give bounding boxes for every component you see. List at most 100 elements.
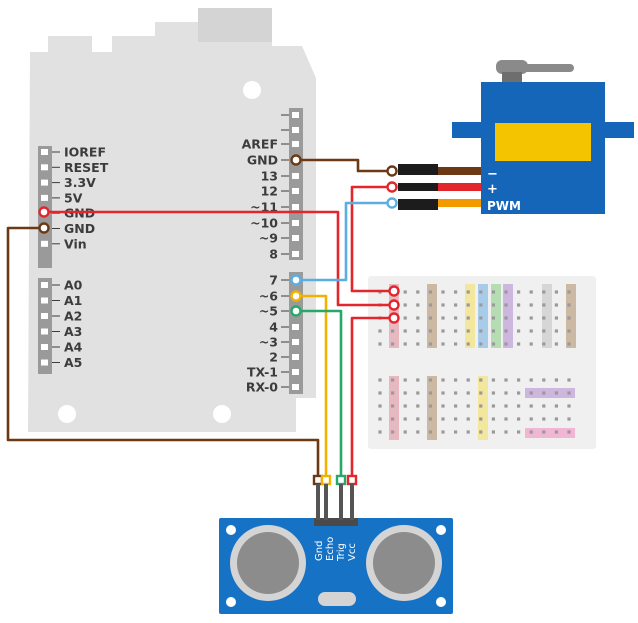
breadboard-hole (554, 404, 558, 408)
digital-pin-label: 12 (261, 184, 278, 199)
breadboard-column-highlight (427, 284, 437, 348)
breadboard-hole (554, 342, 558, 346)
terminal-bb-2 (388, 299, 400, 311)
sensor-pin-vcc (350, 484, 354, 520)
servo-shaft (502, 72, 522, 84)
breadboard-hole (567, 316, 571, 320)
digital-pin (292, 173, 299, 179)
servo-lead-5v (437, 183, 481, 191)
breadboard-column-highlight (542, 284, 552, 348)
breadboard-hole (554, 329, 558, 333)
terminal-sensor-trig (335, 474, 347, 486)
sensor-pin-header (314, 518, 358, 526)
digital-pin (292, 141, 299, 147)
servo-lead-gnd (437, 167, 481, 175)
power-pin-pin (41, 179, 48, 186)
breadboard-hole (403, 391, 407, 395)
power-pin-pin (41, 164, 48, 171)
breadboard-hole (403, 316, 407, 320)
wire-pin7-pwm (298, 201, 392, 282)
mounting-hole (213, 405, 231, 423)
servo-top (481, 82, 605, 122)
digital-pin (292, 235, 299, 241)
power-pin-pin (41, 240, 48, 247)
breadboard-column-highlight (465, 284, 475, 348)
breadboard-hole (466, 391, 470, 395)
digital-pin-label: 13 (261, 169, 278, 184)
analog-pin-pin (41, 344, 48, 350)
breadboard-hole (428, 329, 432, 333)
analog-pin-pin (41, 282, 48, 288)
terminal-servo-gnd (386, 165, 398, 177)
analog-pin-label: A0 (64, 278, 83, 293)
breadboard-hole (529, 404, 533, 408)
breadboard-hole (517, 391, 521, 395)
digital-pin-label: GND (247, 153, 278, 168)
breadboard-row-highlight (525, 428, 575, 438)
breadboard-hole (403, 404, 407, 408)
breadboard-hole (504, 430, 508, 434)
breadboard-hole (567, 378, 571, 382)
analog-pin-pin (41, 313, 48, 319)
servo-pin-label-5v: + (487, 182, 498, 197)
breadboard-hole (504, 329, 508, 333)
breadboard-hole (441, 290, 445, 294)
breadboard-hole (403, 303, 407, 307)
breadboard-hole (416, 378, 420, 382)
terminal-sensor-gnd (312, 474, 324, 486)
breadboard-holes (378, 290, 571, 434)
breadboard-hole (554, 391, 558, 395)
breadboard-hole (542, 417, 546, 421)
analog-pin-label: A1 (64, 293, 82, 308)
breadboard-hole (529, 290, 533, 294)
terminal-5v (38, 206, 50, 218)
breadboard-hole (491, 430, 495, 434)
breadboard-hole (441, 329, 445, 333)
breadboard-column-highlight (478, 284, 488, 348)
digital-pin (292, 188, 299, 194)
breadboard-hole (416, 342, 420, 346)
breadboard-hole (466, 290, 470, 294)
servo-lead-pwm (437, 199, 481, 207)
digital-pin-label: RX-0 (246, 380, 278, 395)
breadboard-hole (504, 290, 508, 294)
breadboard-hole (567, 329, 571, 333)
breadboard-hole (441, 378, 445, 382)
breadboard-hole (403, 329, 407, 333)
breadboard-hole (428, 303, 432, 307)
breadboard-hole (504, 342, 508, 346)
wire-pin6-echo (298, 294, 328, 479)
sensor-label-echo: Echo (325, 537, 336, 561)
breadboard-hole (391, 342, 395, 346)
sensor-crystal (318, 592, 356, 606)
breadboard-hole (554, 303, 558, 307)
digital-pin (292, 112, 299, 118)
breadboard-column-highlight (478, 376, 488, 440)
digital-pin (292, 384, 299, 390)
mounting-hole (58, 405, 76, 423)
breadboard-hole (403, 290, 407, 294)
analog-pin-label: A3 (64, 324, 82, 339)
breadboard-column-highlight (427, 376, 437, 440)
power-pin-label: Vin (64, 236, 87, 251)
breadboard-hole (416, 417, 420, 421)
breadboard-hole (416, 430, 420, 434)
transducer-left-inner (237, 532, 299, 594)
breadboard-hole (491, 290, 495, 294)
breadboard-hole (517, 430, 521, 434)
breadboard-hole (391, 329, 395, 333)
breadboard-hole (416, 316, 420, 320)
breadboard-column-highlight (491, 284, 501, 348)
terminal-bb-3 (388, 312, 400, 324)
breadboard-hole (454, 303, 458, 307)
breadboard-hole (454, 404, 458, 408)
breadboard-hole (491, 391, 495, 395)
analog-pin-label: A4 (64, 340, 83, 355)
power-pin-pin (41, 194, 48, 201)
digital-pin (292, 220, 299, 226)
analog-pin-pin (41, 328, 48, 335)
breadboard-hole (441, 391, 445, 395)
breadboard-hole (454, 316, 458, 320)
breadboard-hole (378, 391, 382, 395)
servo-connector (398, 164, 438, 210)
